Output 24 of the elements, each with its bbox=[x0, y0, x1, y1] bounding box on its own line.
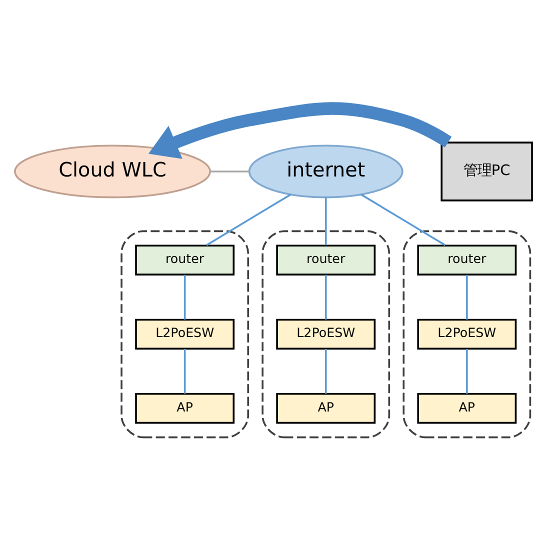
node-ellipse: Cloud WLC bbox=[14, 144, 212, 198]
node-box: 管理PC bbox=[440, 142, 533, 202]
connector bbox=[324, 348, 327, 394]
node-box: L2PoESW bbox=[135, 318, 235, 350]
connector bbox=[324, 274, 327, 320]
node-box: AP bbox=[417, 393, 517, 424]
cluster bbox=[262, 230, 390, 438]
node-box: router bbox=[276, 244, 376, 276]
cluster bbox=[120, 230, 250, 438]
node-ellipse: internet bbox=[248, 144, 404, 198]
arrow bbox=[148, 102, 452, 159]
connector bbox=[210, 170, 249, 172]
node-box: L2PoESW bbox=[417, 318, 517, 350]
node-box: router bbox=[417, 244, 517, 276]
cluster bbox=[402, 230, 532, 438]
node-box: L2PoESW bbox=[276, 318, 376, 350]
node-box: AP bbox=[135, 393, 235, 424]
node-box: router bbox=[135, 244, 235, 276]
connector bbox=[324, 197, 327, 246]
connector bbox=[184, 274, 186, 320]
node-box: AP bbox=[276, 393, 376, 424]
connector bbox=[466, 274, 468, 320]
connector bbox=[466, 348, 468, 394]
connector bbox=[184, 348, 186, 394]
